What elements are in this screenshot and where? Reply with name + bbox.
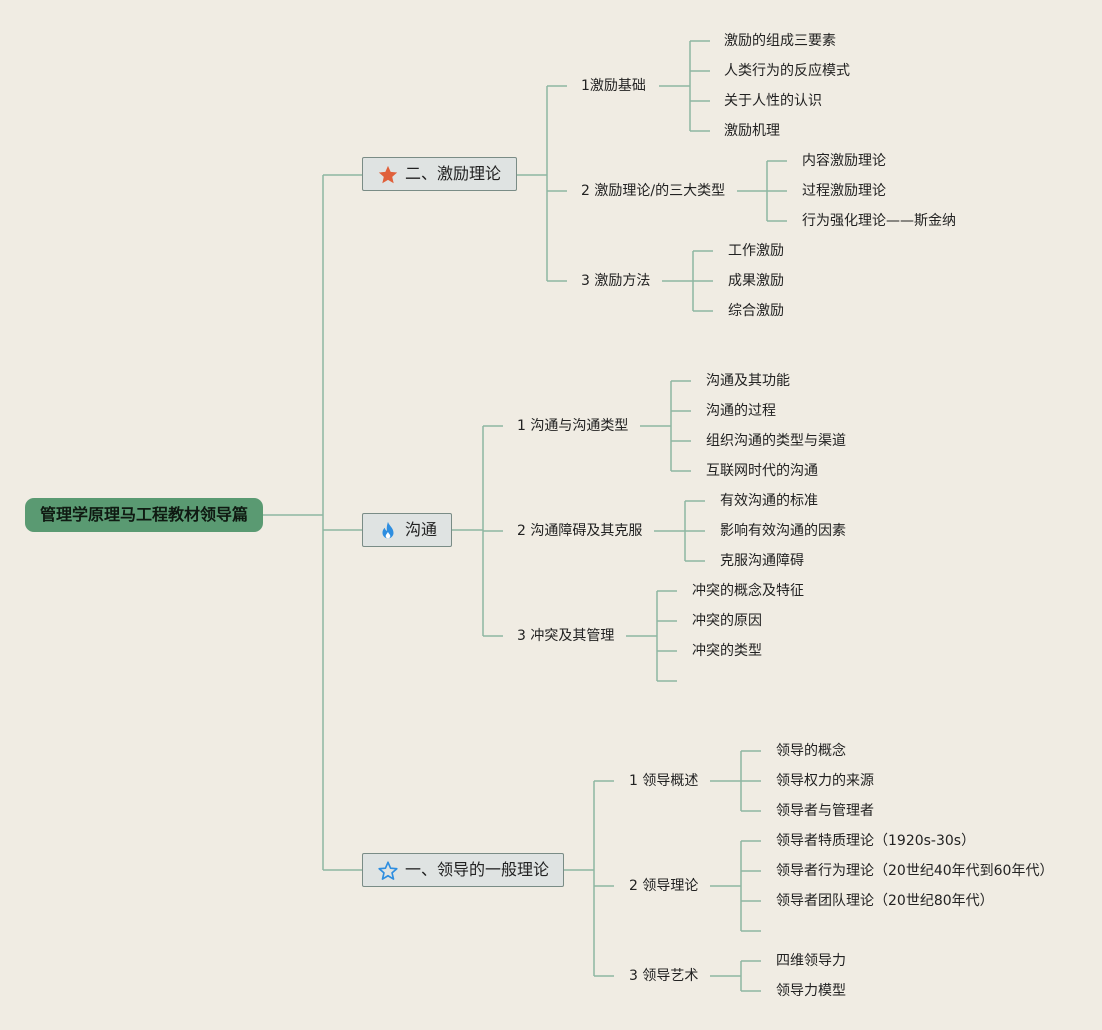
leaf-topic[interactable]: 内容激励理论 — [802, 153, 886, 169]
leaf-topic[interactable]: 领导的概念 — [776, 743, 846, 759]
leaf-topic[interactable]: 冲突的类型 — [692, 643, 762, 659]
leaf-topic[interactable]: 工作激励 — [728, 243, 784, 259]
leaf-topic[interactable]: 沟通及其功能 — [706, 373, 790, 389]
leaf-topic[interactable]: 过程激励理论 — [802, 183, 886, 199]
subtopic-motivation-types[interactable]: 2 激励理论/的三大类型 — [581, 183, 726, 199]
leaf-topic[interactable]: 沟通的过程 — [706, 403, 776, 419]
branch-node-leadership-theory[interactable]: 一、领导的一般理论 — [362, 853, 564, 887]
leaf-topic[interactable]: 行为强化理论——斯金纳 — [802, 213, 956, 229]
subtopic-communication-types[interactable]: 1 沟通与沟通类型 — [517, 418, 629, 434]
leaf-topic[interactable]: 冲突的原因 — [692, 613, 762, 629]
leaf-topic[interactable]: 领导者与管理者 — [776, 803, 874, 819]
leaf-topic[interactable]: 综合激励 — [728, 303, 784, 319]
branch-label: 二、激励理论 — [405, 164, 502, 183]
subtopic-communication-barriers[interactable]: 2 沟通障碍及其克服 — [517, 523, 643, 539]
leaf-topic[interactable]: 领导者团队理论（20世纪80年代） — [776, 893, 994, 909]
leaf-topic[interactable]: 领导者特质理论（1920s-30s） — [776, 833, 976, 849]
leaf-topic[interactable]: 领导者行为理论（20世纪40年代到60年代） — [776, 863, 1054, 879]
leaf-topic[interactable]: 组织沟通的类型与渠道 — [706, 433, 846, 449]
leaf-topic[interactable]: 影响有效沟通的因素 — [720, 523, 846, 539]
star-outline-icon — [378, 861, 398, 880]
star-filled-icon — [378, 165, 398, 184]
root-node[interactable]: 管理学原理马工程教材领导篇 — [25, 498, 263, 532]
leaf-topic[interactable]: 有效沟通的标准 — [720, 493, 818, 509]
subtopic-conflict-management[interactable]: 3 冲突及其管理 — [517, 628, 615, 644]
subtopic-leadership-art[interactable]: 3 领导艺术 — [629, 968, 699, 984]
branch-node-communication[interactable]: 沟通 — [362, 513, 452, 547]
leaf-topic-empty[interactable] — [692, 671, 710, 691]
leaf-topic[interactable]: 四维领导力 — [776, 953, 846, 969]
leaf-topic[interactable]: 人类行为的反应模式 — [724, 63, 850, 79]
branch-node-motivation[interactable]: 二、激励理论 — [362, 157, 517, 191]
subtopic-motivation-methods[interactable]: 3 激励方法 — [581, 273, 651, 289]
leaf-topic[interactable]: 领导力模型 — [776, 983, 846, 999]
leaf-topic[interactable]: 克服沟通障碍 — [720, 553, 804, 569]
leaf-topic[interactable]: 冲突的概念及特征 — [692, 583, 804, 599]
subtopic-leadership-theories[interactable]: 2 领导理论 — [629, 878, 699, 894]
branch-label: 沟通 — [405, 520, 438, 539]
branch-label: 一、领导的一般理论 — [405, 860, 550, 879]
flame-icon — [382, 521, 394, 539]
leaf-topic[interactable]: 领导权力的来源 — [776, 773, 874, 789]
leaf-topic-empty[interactable] — [776, 921, 794, 941]
leaf-topic[interactable]: 关于人性的认识 — [724, 93, 822, 109]
subtopic-leadership-overview[interactable]: 1 领导概述 — [629, 773, 699, 789]
leaf-topic[interactable]: 激励的组成三要素 — [724, 33, 836, 49]
leaf-topic[interactable]: 互联网时代的沟通 — [706, 463, 818, 479]
leaf-topic[interactable]: 成果激励 — [728, 273, 784, 289]
subtopic-motivation-basics[interactable]: 1激励基础 — [581, 78, 646, 94]
leaf-topic[interactable]: 激励机理 — [724, 123, 780, 139]
